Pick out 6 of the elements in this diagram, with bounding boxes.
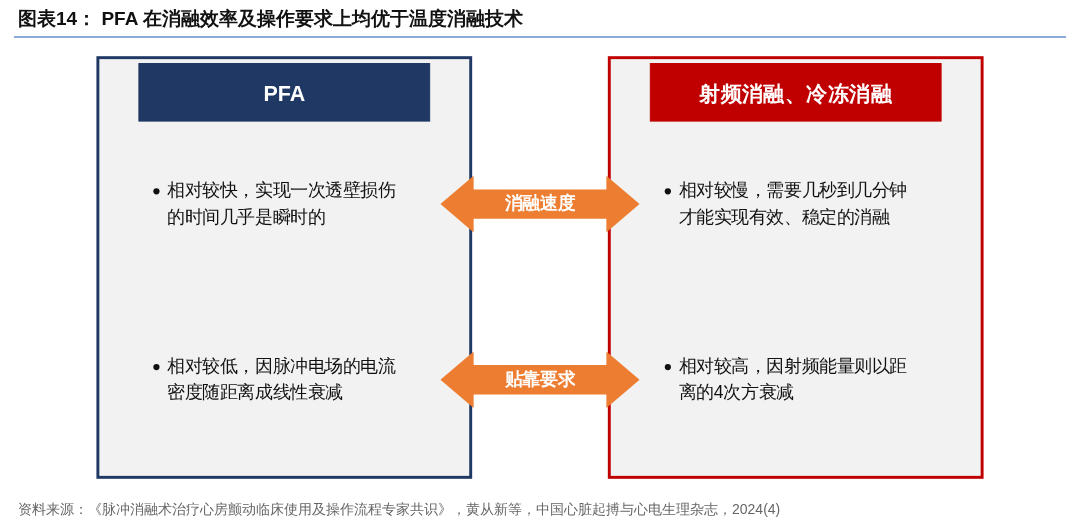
node-label: 相对较慢，需要几秒到几分钟才能实现有效、稳定的消融 (678, 180, 907, 227)
node-label: 相对较低，因脉冲电场的电流密度随距离成线性衰减 (167, 356, 396, 403)
node-label: 相对较快，实现一次透壁损伤的时间几乎是瞬时的 (167, 180, 396, 227)
node-label: 相对较高，因射频能量则以距离的4次方衰减 (678, 356, 907, 403)
title: 图表14： PFA 在消融效率及操作要求上均优于温度消融技术 (18, 7, 523, 31)
caption: 资料来源：《脉冲消融术治疗心房颤动临床使用及操作流程专家共识》，黄从新等，中国心脏起搏与心电生理杂志，2024(4) (18, 501, 781, 519)
